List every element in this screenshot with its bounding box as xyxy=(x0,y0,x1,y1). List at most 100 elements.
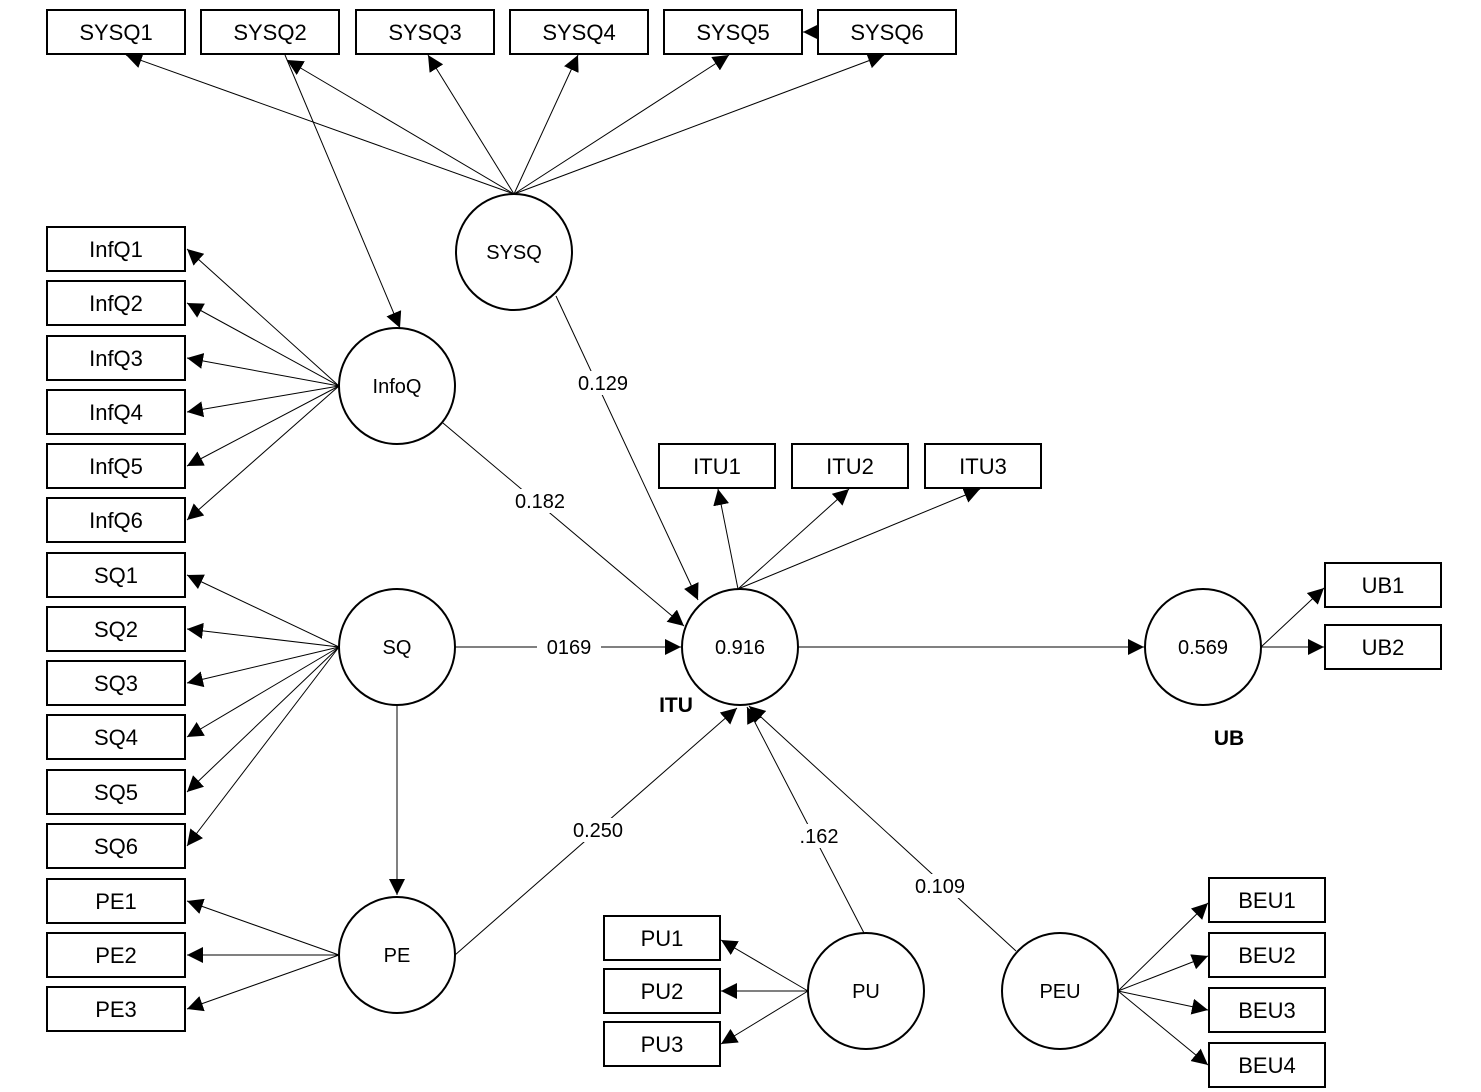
indicator-infq6: InfQ6 xyxy=(46,497,186,543)
indicator-box xyxy=(46,769,186,815)
coef-bg xyxy=(787,824,851,848)
indicator-box xyxy=(46,497,186,543)
indicator-sq1: SQ1 xyxy=(46,552,186,598)
coef-bg xyxy=(566,818,630,842)
edge-sq-sq5 xyxy=(186,646,340,793)
indicator-label: SQ5 xyxy=(94,780,138,805)
indicator-sysq5: SYSQ5 xyxy=(663,9,803,55)
indicator-box xyxy=(1208,987,1326,1033)
indicator-label: BEU3 xyxy=(1238,998,1295,1023)
indicator-label: SYSQ3 xyxy=(388,20,461,45)
coef-bg xyxy=(508,489,572,513)
indicator-label: SYSQ2 xyxy=(233,20,306,45)
indicator-pu1: PU1 xyxy=(603,915,721,961)
indicator-sq3: SQ3 xyxy=(46,660,186,706)
indicator-label: InfQ5 xyxy=(89,454,143,479)
indicator-box xyxy=(46,280,186,326)
indicator-box xyxy=(46,878,186,924)
indicator-sysq1: SYSQ1 xyxy=(46,9,186,55)
edge-infoq-infq1 xyxy=(186,248,340,387)
indicator-label: PE1 xyxy=(95,889,137,914)
indicator-label: InfQ2 xyxy=(89,291,143,316)
indicator-box xyxy=(1208,932,1326,978)
indicator-label: UB1 xyxy=(1362,573,1405,598)
indicator-box xyxy=(603,1021,721,1067)
indicator-label: SQ2 xyxy=(94,617,138,642)
indicator-label: SQ4 xyxy=(94,725,138,750)
edge-infoq-itu xyxy=(442,422,685,627)
indicator-sysq4: SYSQ4 xyxy=(509,9,649,55)
construct-label: PEU xyxy=(1039,981,1080,1003)
edge-itu-itu3 xyxy=(737,487,981,590)
edge-sq-sq4 xyxy=(186,646,340,738)
edge-pu-pu3 xyxy=(720,990,809,1045)
path-coefficient-pe-itu: 0.250 xyxy=(573,820,623,842)
ub-caption: UB xyxy=(1214,727,1244,750)
indicator-box xyxy=(603,915,721,961)
indicator-box xyxy=(46,443,186,489)
indicator-box xyxy=(658,443,776,489)
indicator-label: SQ3 xyxy=(94,671,138,696)
indicator-label: ITU1 xyxy=(693,454,741,479)
indicator-beu2: BEU2 xyxy=(1208,932,1326,978)
indicator-box xyxy=(46,226,186,272)
edge-itu-itu1 xyxy=(713,488,739,590)
indicator-box xyxy=(1208,1042,1326,1088)
construct-label: InfoQ xyxy=(373,376,422,398)
indicator-infq3: InfQ3 xyxy=(46,335,186,381)
indicator-box xyxy=(603,968,721,1014)
indicator-label: SQ1 xyxy=(94,563,138,588)
indicator-sq5: SQ5 xyxy=(46,769,186,815)
indicator-box xyxy=(46,986,186,1032)
indicator-label: PE2 xyxy=(95,943,137,968)
edge-peu-beu4 xyxy=(1117,990,1209,1066)
edge-infoq-infq5 xyxy=(186,385,340,467)
indicator-box xyxy=(46,714,186,760)
construct-label: 0.569 xyxy=(1178,637,1228,659)
indicator-infq1: InfQ1 xyxy=(46,226,186,272)
indicator-pu2: PU2 xyxy=(603,968,721,1014)
indicator-pe3: PE3 xyxy=(46,986,186,1032)
edge-ub-ub1 xyxy=(1260,587,1325,648)
construct-circle xyxy=(338,896,456,1014)
edge-sysq-itu xyxy=(555,295,699,601)
indicator-box xyxy=(200,9,340,55)
indicator-itu3: ITU3 xyxy=(924,443,1042,489)
indicator-beu1: BEU1 xyxy=(1208,877,1326,923)
edge-infoq-infq2 xyxy=(186,302,340,387)
indicator-label: InfQ6 xyxy=(89,508,143,533)
indicator-box xyxy=(817,9,957,55)
indicator-sq6: SQ6 xyxy=(46,823,186,869)
construct-label: PU xyxy=(852,981,880,1003)
construct-sq: SQ xyxy=(338,588,456,706)
edge-sysq-sysq4 xyxy=(513,54,579,195)
edge-peu-itu xyxy=(748,705,1017,952)
edge-infoq-infq3 xyxy=(186,353,340,387)
construct-sysq: SYSQ xyxy=(455,193,573,311)
indicator-label: SYSQ5 xyxy=(696,20,769,45)
construct-circle xyxy=(1144,588,1262,706)
indicator-box xyxy=(663,9,803,55)
indicator-box xyxy=(46,606,186,652)
construct-label: 0.916 xyxy=(715,637,765,659)
indicator-box xyxy=(46,9,186,55)
indicator-box xyxy=(1324,562,1442,608)
construct-circle xyxy=(807,932,925,1050)
indicator-label: BEU4 xyxy=(1238,1053,1295,1078)
indicator-label: InfQ1 xyxy=(89,237,143,262)
indicator-box xyxy=(791,443,909,489)
construct-ub: 0.569 xyxy=(1144,588,1262,706)
indicator-itu2: ITU2 xyxy=(791,443,909,489)
edge-sysq-sysq6 xyxy=(513,53,885,195)
indicator-beu3: BEU3 xyxy=(1208,987,1326,1033)
indicator-label: BEU2 xyxy=(1238,943,1295,968)
indicator-box xyxy=(1324,624,1442,670)
indicator-label: PU2 xyxy=(641,979,684,1004)
construct-label: SQ xyxy=(383,637,412,659)
edge-sq-sq2 xyxy=(186,622,340,648)
indicator-label: ITU3 xyxy=(959,454,1007,479)
edge-peu-beu2 xyxy=(1117,954,1209,992)
construct-circle xyxy=(455,193,573,311)
